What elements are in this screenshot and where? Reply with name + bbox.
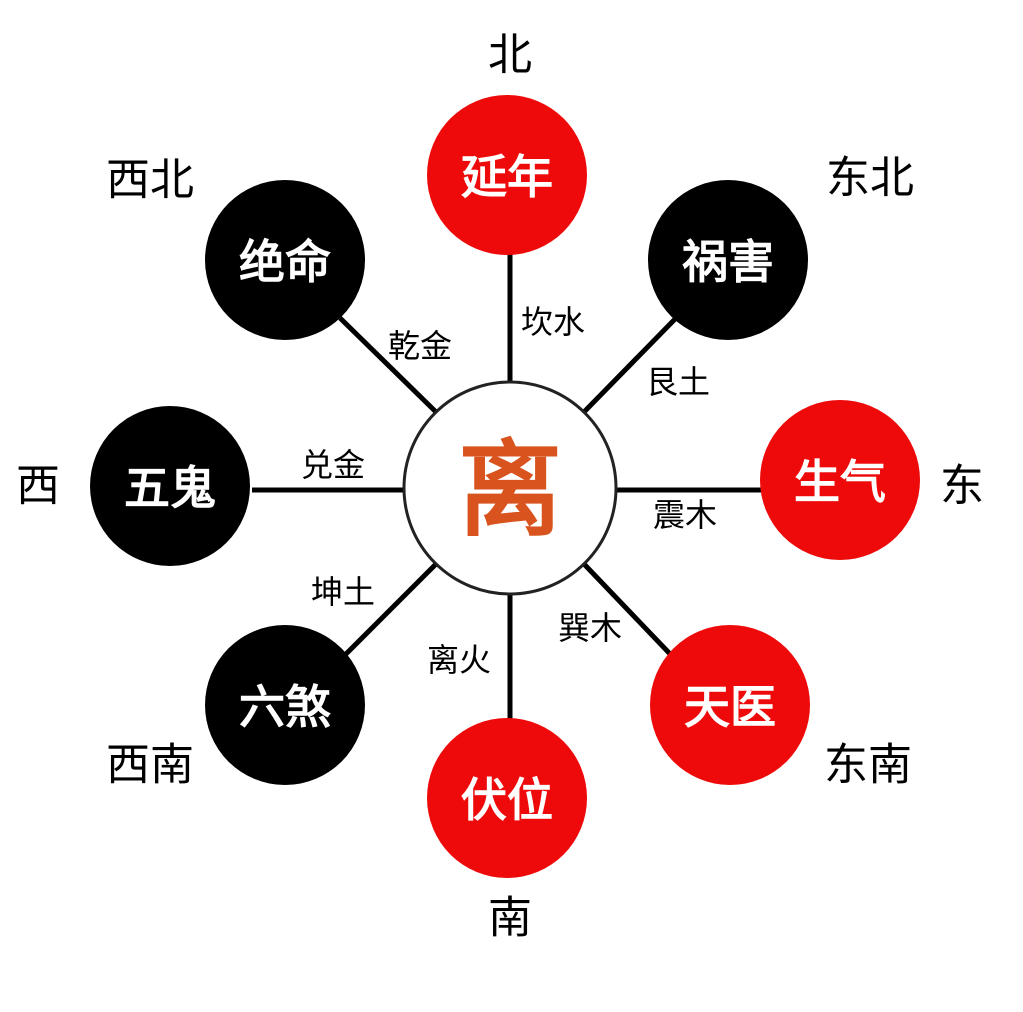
node-west-label: 五鬼 [124,461,216,515]
node-northwest-label: 绝命 [239,235,331,289]
center-label: 离 [458,429,562,551]
node-west-circle [90,406,250,566]
direction-north: 北 [488,30,532,81]
trigram-northeast: 艮土 [646,363,710,401]
node-northeast-label: 祸害 [682,235,774,289]
spoke-southeast [582,562,674,658]
nodes: 延年 祸害 生气 天医 伏位 六煞 五鬼 绝命 [90,95,920,878]
node-south-label: 伏位 [461,773,553,827]
node-southwest-circle [205,625,365,785]
node-southeast-circle [650,625,810,785]
direction-southwest: 西南 [106,740,194,791]
center-node: 离 [402,380,618,596]
node-north-label: 延年 [461,150,553,204]
direction-southeast: 东南 [824,740,912,791]
trigram-southeast: 巽木 [558,609,622,647]
direction-east: 东 [940,461,984,512]
trigram-south: 离火 [427,641,491,679]
trigram-northwest: 乾金 [388,327,452,365]
node-northeast-circle [648,180,808,340]
trigram-southwest: 坤土 [311,573,375,611]
node-south-circle [427,718,587,878]
direction-south: 南 [488,893,532,944]
spoke-northwest [338,316,438,414]
node-southwest-label: 六煞 [239,680,331,734]
spoke-northeast [582,316,678,414]
direction-labels: 北 东北 东 东南 南 西南 西 西北 [16,30,984,944]
spokes [252,250,765,722]
spoke-southwest [342,562,438,658]
direction-northwest: 西北 [106,155,194,206]
trigram-east: 震木 [653,496,717,534]
node-northwest-circle [205,180,365,340]
node-east-circle [760,400,920,560]
node-east-label: 生气 [794,455,886,509]
trigram-north: 坎水 [521,303,585,341]
direction-northeast: 东北 [826,153,914,204]
direction-west: 西 [16,461,60,512]
center-circle [402,380,618,596]
trigram-west: 兑金 [301,446,365,484]
trigram-labels: 坎水 艮土 震木 巽木 离火 坤土 兑金 乾金 [301,303,717,679]
node-north-circle [427,95,587,255]
node-southeast-label: 天医 [684,680,776,734]
